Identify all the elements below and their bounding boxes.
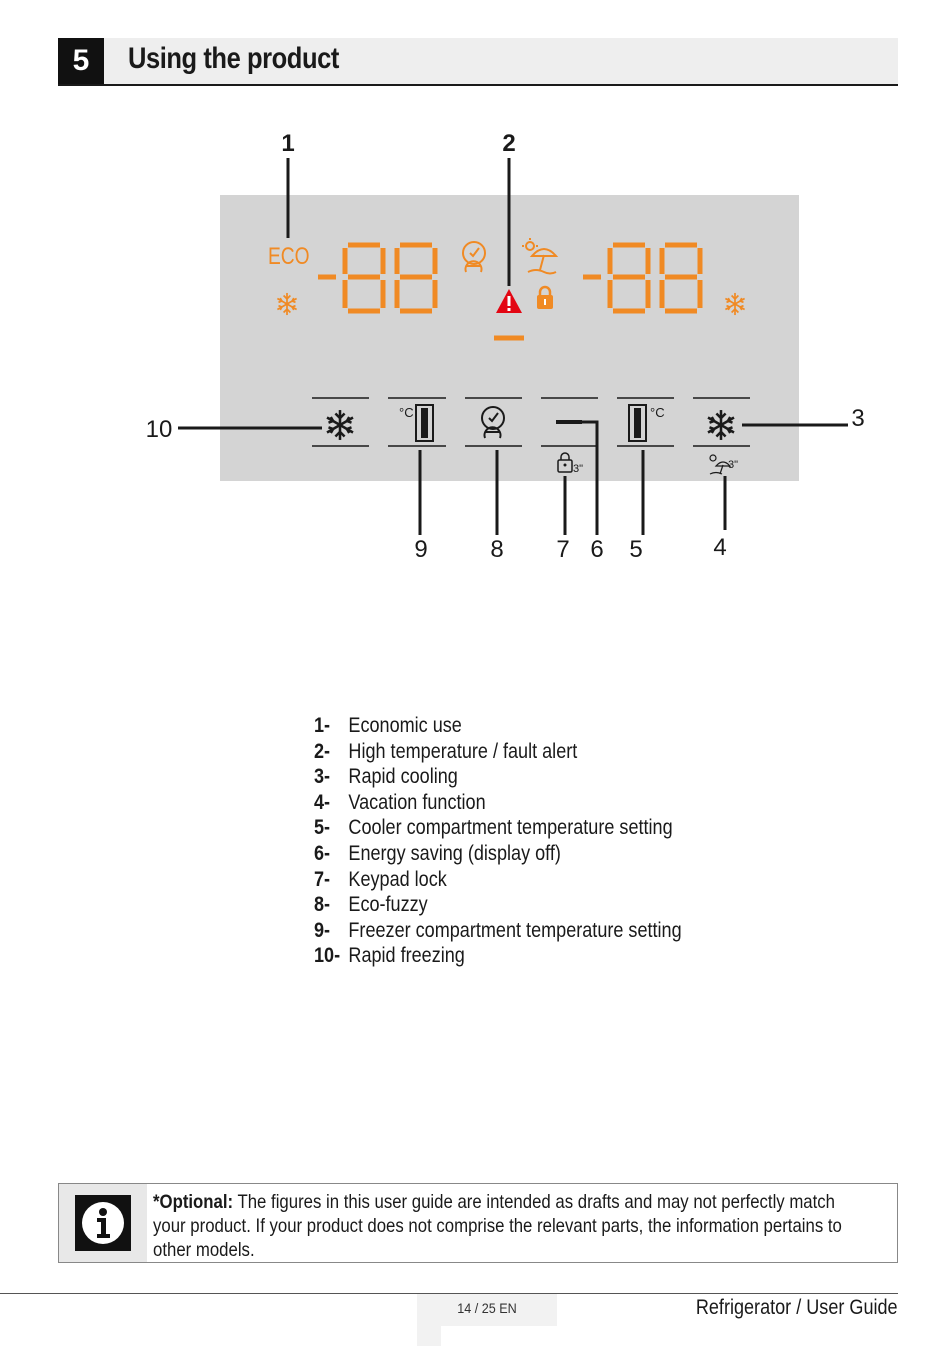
vacation-umbrella-icon bbox=[522, 238, 559, 275]
lock-icon bbox=[557, 452, 573, 473]
alert-triangle-icon bbox=[496, 289, 522, 313]
callout-2: 2 bbox=[502, 130, 515, 157]
list-item: 3-Rapid cooling bbox=[314, 765, 458, 789]
vacation-timer-label: 3" bbox=[728, 459, 738, 471]
callout-4: 4 bbox=[713, 534, 726, 561]
note-label: *Optional: bbox=[153, 1191, 234, 1213]
section-title: Using the product bbox=[128, 42, 339, 75]
note-body: The figures in this user guide are inten… bbox=[153, 1191, 842, 1261]
vacation-umbrella-icon bbox=[709, 454, 732, 475]
list-item: 2-High temperature / fault alert bbox=[314, 739, 578, 763]
callout-1: 1 bbox=[281, 130, 294, 157]
list-item: 10-Rapid freezing bbox=[314, 944, 465, 968]
section-number: 5 bbox=[58, 38, 104, 84]
page-number-box bbox=[417, 1294, 557, 1326]
lock-timer-label: 3" bbox=[573, 463, 583, 475]
eco-fuzzy-icon bbox=[462, 241, 486, 273]
list-item: 4-Vacation function bbox=[314, 790, 486, 814]
button-separators bbox=[312, 397, 750, 447]
list-item: 7-Keypad lock bbox=[314, 867, 447, 891]
callout-5: 5 bbox=[629, 536, 642, 563]
list-item: 8-Eco-fuzzy bbox=[314, 893, 428, 917]
thermometer-icon: °C bbox=[399, 404, 434, 442]
list-item: 9-Freezer compartment temperature settin… bbox=[314, 918, 682, 942]
optional-note-box: *Optional: The figures in this user guid… bbox=[58, 1183, 898, 1263]
page-number: 14 / 25 EN bbox=[457, 1300, 517, 1316]
callout-6: 6 bbox=[590, 536, 603, 563]
thermometer-icon: °C bbox=[628, 404, 665, 442]
lock-icon bbox=[537, 285, 553, 309]
right-temperature-digits bbox=[583, 242, 703, 314]
section-header: 5 Using the product bbox=[58, 38, 898, 86]
callout-9: 9 bbox=[414, 536, 427, 563]
svg-text:°C: °C bbox=[399, 405, 414, 420]
info-icon-container bbox=[59, 1184, 147, 1262]
control-panel-diagram: ECO bbox=[146, 130, 865, 563]
legend-list: 1-Economic use 2-High temperature / faul… bbox=[314, 714, 742, 970]
callout-10: 10 bbox=[146, 416, 173, 443]
left-temperature-digits bbox=[318, 242, 438, 314]
callout-7: 7 bbox=[556, 536, 569, 563]
list-item: 1-Economic use bbox=[314, 714, 462, 737]
callout-lines bbox=[178, 158, 848, 535]
callout-3: 3 bbox=[851, 405, 864, 432]
note-text: *Optional: The figures in this user guid… bbox=[153, 1190, 867, 1262]
eco-fuzzy-icon bbox=[481, 406, 505, 439]
info-icon bbox=[75, 1195, 131, 1251]
guide-title: Refrigerator / User Guide bbox=[696, 1296, 898, 1319]
eco-label: ECO bbox=[268, 242, 310, 270]
list-item: 6-Energy saving (display off) bbox=[314, 841, 561, 865]
footer-divider bbox=[0, 1293, 898, 1294]
list-item: 5-Cooler compartment temperature setting bbox=[314, 816, 673, 840]
callout-8: 8 bbox=[490, 536, 503, 563]
svg-text:°C: °C bbox=[650, 405, 665, 420]
page-number-tab bbox=[417, 1326, 441, 1346]
